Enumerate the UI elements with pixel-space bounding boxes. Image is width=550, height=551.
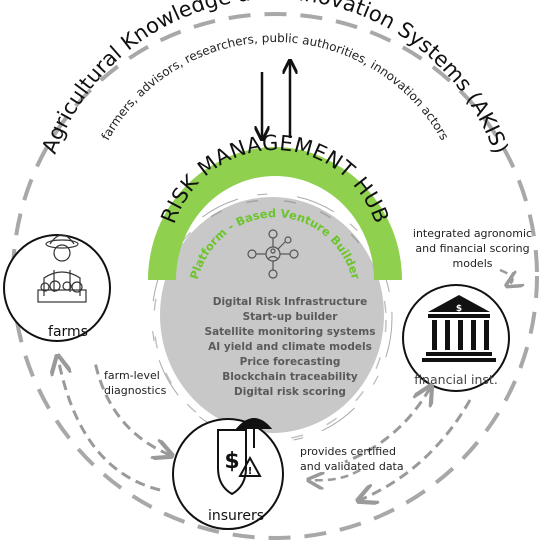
- arrow-data-to-insurers: [310, 468, 361, 480]
- insurance-shield-icon: $ !: [217, 418, 273, 496]
- farm-diagnostics-note: farm-level diagnostics: [104, 368, 194, 398]
- hub-disc: [160, 197, 384, 433]
- farms-node: [3, 234, 111, 342]
- network-icon: [247, 229, 299, 279]
- hub-service-item: AI yield and climate models: [208, 341, 372, 353]
- hub-green-band-top: [148, 148, 402, 280]
- svg-text:!: !: [248, 466, 253, 477]
- farms-label: farms: [48, 324, 88, 340]
- insurers-node: [172, 418, 284, 530]
- hub-disc-brush-2: [153, 199, 387, 441]
- financial-label: financial inst.: [414, 372, 498, 387]
- insurers-label: insurers: [208, 508, 264, 524]
- note-line: models: [452, 257, 493, 270]
- certified-data-note: provides certified and validated data: [300, 444, 430, 474]
- note-line: provides certified: [300, 445, 396, 458]
- hub-disc-brush: [151, 193, 393, 443]
- bank-icon: $: [422, 295, 496, 362]
- note-line: and financial scoring: [415, 242, 530, 255]
- note-line: diagnostics: [104, 384, 167, 397]
- arrow-insurers-to-farms-outer: [58, 358, 161, 492]
- arrow-akis-to-financial: [499, 268, 513, 285]
- akis-subtitle: farmers, advisors, researchers, public a…: [99, 31, 452, 143]
- arrow-financial-to-insurers-outer: [360, 399, 472, 500]
- svg-text:$: $: [456, 304, 462, 314]
- hub-service-item: Digital risk scoring: [234, 386, 346, 398]
- hub-service-item: Satellite monitoring systems: [204, 326, 376, 338]
- hub-service-item: Price forecasting: [239, 356, 341, 368]
- note-line: farm-level: [104, 369, 160, 382]
- hub-service-item: Digital Risk Infrastructure: [212, 296, 368, 308]
- akis-outer-ring: [11, 12, 539, 540]
- note-line: and validated data: [300, 460, 404, 473]
- financial-scoring-note: integrated agronomic and financial scori…: [400, 226, 545, 271]
- arrow-financial-to-insurers-inner: [344, 388, 430, 464]
- farmer-icon: [37, 234, 87, 303]
- svg-text:$: $: [224, 449, 239, 474]
- hub-service-item: Start-up builder: [242, 311, 338, 323]
- note-line: integrated agronomic: [412, 227, 533, 240]
- hub-service-item: Blockchain traceability: [222, 371, 358, 383]
